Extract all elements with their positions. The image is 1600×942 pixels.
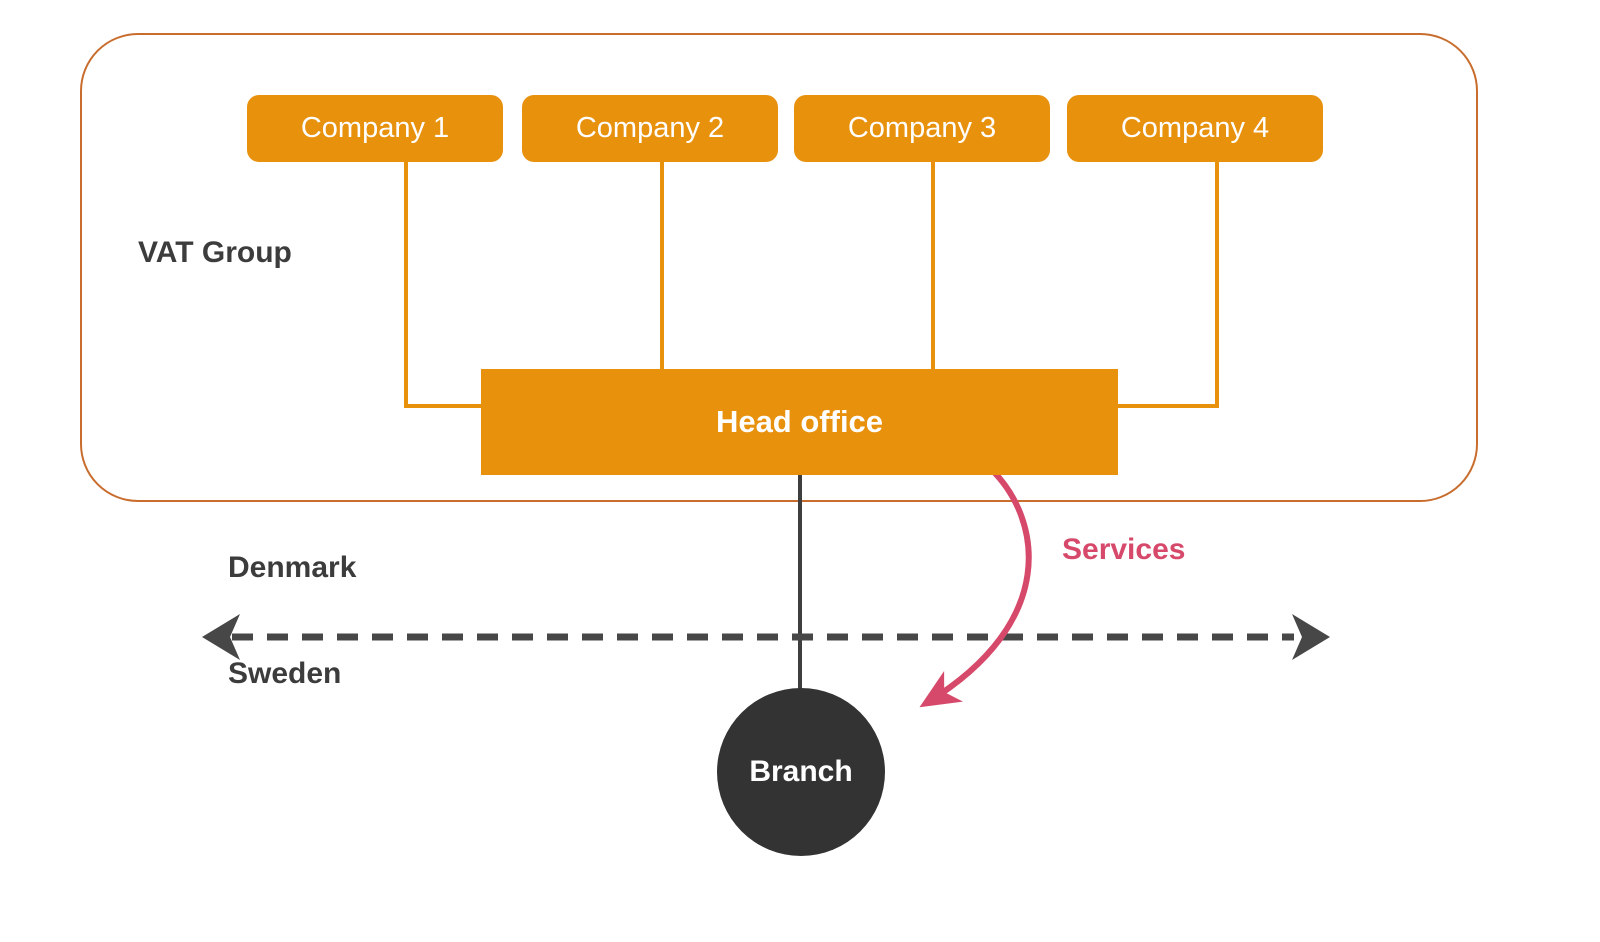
denmark-label: Denmark [228,551,357,584]
company-2-box: Company 2 [522,95,778,162]
company-3-box: Company 3 [794,95,1050,162]
connector-company-4 [1118,162,1219,408]
vat-group-label: VAT Group [138,236,292,269]
company-1-box: Company 1 [247,95,503,162]
border-left-arrowhead-icon [202,614,240,660]
head-office-box: Head office [481,369,1118,475]
services-curved-arrow [919,467,1032,708]
connector-company-1 [404,162,481,408]
vat-group-outline [80,33,1478,502]
sweden-label: Sweden [228,657,342,690]
branch-circle: Branch [717,688,885,856]
company-4-box: Company 4 [1067,95,1323,162]
services-label: Services [1062,533,1186,566]
border-right-arrowhead-icon [1292,614,1330,660]
